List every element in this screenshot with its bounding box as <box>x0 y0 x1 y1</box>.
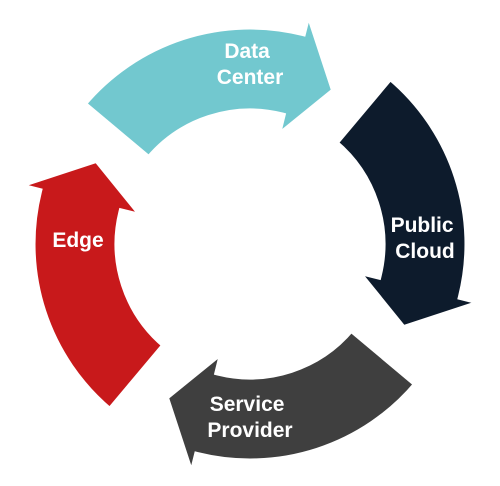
edge-arrow <box>3 155 171 416</box>
data-center-label: Data Center <box>217 40 284 89</box>
public-cloud-label: Public Cloud <box>391 214 460 263</box>
edge-label-line-1: Edge <box>52 229 103 252</box>
service-provider-label-line-1: Service <box>210 393 285 416</box>
service-provider-label-line-2: Provider <box>207 419 292 442</box>
segment-data-center: Data Center <box>78 0 339 165</box>
data-center-arrow <box>78 0 339 165</box>
service-provider-arrow <box>161 323 422 486</box>
edge-label: Edge <box>52 229 103 252</box>
segment-edge: Edge <box>3 155 171 416</box>
segment-service-provider: Service Provider <box>161 323 422 486</box>
data-center-label-line-2: Center <box>217 66 284 89</box>
public-cloud-label-line-2: Cloud <box>395 240 454 263</box>
service-provider-label: Service Provider <box>207 393 292 442</box>
segment-public-cloud: Public Cloud <box>329 72 497 333</box>
public-cloud-arrow <box>329 72 497 333</box>
public-cloud-label-line-1: Public <box>391 214 454 237</box>
data-center-label-line-1: Data <box>224 40 270 63</box>
